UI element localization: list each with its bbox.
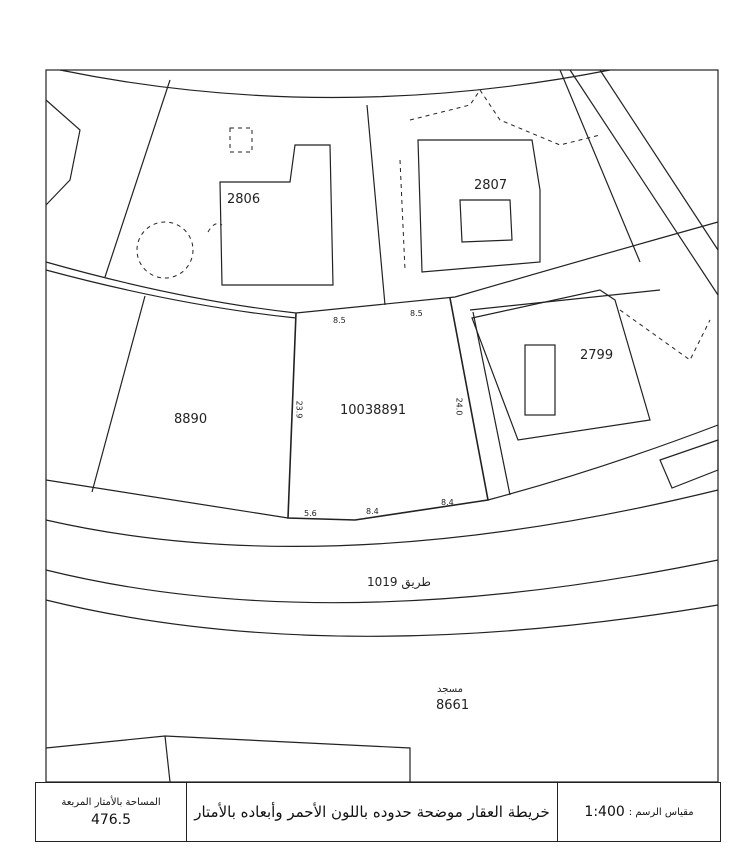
parcel-2799-label: 2799: [580, 348, 614, 363]
parcel-8661-label: 8661: [436, 698, 470, 713]
subject-parcel-label: 10038891: [340, 403, 407, 418]
dim-top-right: 8.5: [410, 309, 423, 318]
area-cell: المساحة بالأمتار المربعة 476.5: [36, 783, 187, 841]
map-frame: [45, 69, 719, 783]
map-title: خريطة العقار موضحة حدوده باللون الأحمر و…: [194, 803, 550, 821]
dim-bottom-mid: 8.4: [366, 507, 379, 516]
dashed-features: [136, 89, 711, 361]
area-label: المساحة بالأمتار المربعة: [61, 796, 161, 808]
title-block: المساحة بالأمتار المربعة 476.5 خريطة الع…: [35, 782, 721, 842]
dim-bottom-right: 8.4: [441, 498, 454, 507]
parcel-8890-label: 8890: [174, 412, 208, 427]
parcel-2806-label: 2806: [227, 192, 261, 207]
dim-right-side: 24.0: [454, 397, 464, 416]
scale-label: مقياس الرسم :: [628, 806, 694, 818]
dim-left-side: 23.9: [294, 400, 304, 419]
scale-value: 1:400: [584, 804, 625, 820]
road-label: طريق 1019: [367, 575, 431, 589]
scale-cell: مقياس الرسم : 1:400: [558, 783, 720, 841]
dim-bottom-left: 5.6: [304, 509, 317, 518]
parcel-2807-label: 2807: [474, 178, 508, 193]
title-cell: خريطة العقار موضحة حدوده باللون الأحمر و…: [187, 783, 558, 841]
parcel-lines: [45, 69, 719, 783]
area-value: 476.5: [90, 811, 132, 828]
dim-top-left: 8.5: [333, 316, 346, 325]
mosque-label: مسجد: [437, 684, 463, 695]
